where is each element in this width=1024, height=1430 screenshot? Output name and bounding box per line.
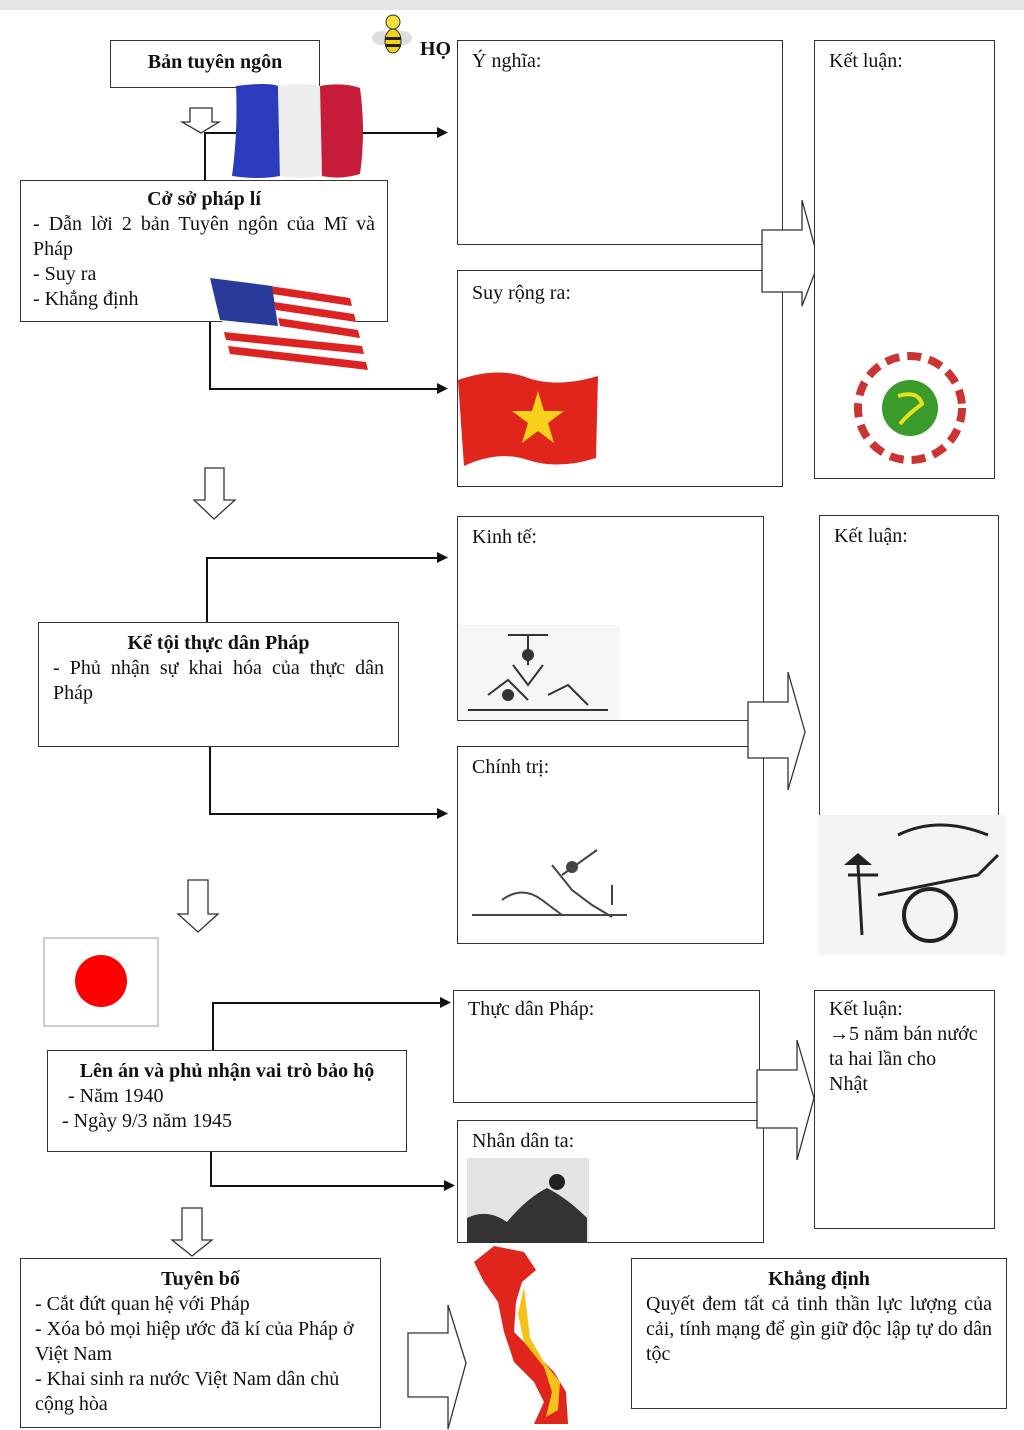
bee-icon	[372, 14, 412, 54]
meaning-box: Ý nghĩa:	[457, 40, 783, 245]
hollow-right-arrow-icon	[747, 671, 806, 791]
conclusion-label: Kết luận:	[834, 525, 908, 547]
french-box: Thực dân Pháp:	[453, 990, 760, 1103]
affirm-box: Khẳng định Quyết đem tất cả tinh thần lự…	[631, 1258, 1007, 1409]
politics-box: Chính trị:	[457, 746, 764, 944]
arrow-head-icon	[440, 997, 451, 1008]
declaration-label: Bản tuyên ngôn	[147, 51, 283, 73]
connector	[210, 1185, 446, 1187]
meaning-label: Ý nghĩa:	[472, 50, 542, 72]
condemn-line: - Ngày 9/3 năm 1945	[62, 1110, 232, 1132]
france-flag-image	[232, 84, 363, 178]
conclusion-box-3: Kết luận: →5 năm bán nước ta hai lần cho…	[814, 990, 995, 1229]
arrow-head-icon	[437, 127, 448, 138]
conclusion-label: Kết luận:	[829, 998, 903, 1020]
conclusion-text: →5 năm bán nước ta hai lần cho Nhật	[829, 1023, 978, 1095]
arrow-head-icon	[437, 383, 448, 394]
vietnam-flag-image	[458, 372, 598, 466]
proclaim-line: - Cắt đứt quan hệ với Pháp	[35, 1293, 250, 1315]
people-photo-image	[467, 1158, 589, 1242]
legal-basis-line: - Suy ra	[33, 263, 97, 285]
economy-cartoon-image	[458, 625, 620, 720]
conclusion-label: Kết luận:	[829, 50, 903, 72]
condemn-line: - Năm 1940	[68, 1085, 164, 1107]
hollow-down-arrow-icon	[179, 107, 222, 134]
proclaim-title: Tuyên bố	[161, 1268, 240, 1290]
declaration-box: Bản tuyên ngôn	[110, 40, 320, 88]
rickshaw-cartoon-image	[818, 815, 1006, 955]
accusation-title: Kể tội thực dân Pháp	[127, 632, 310, 654]
hollow-right-arrow-icon	[756, 1039, 815, 1161]
connector	[212, 1002, 444, 1004]
accusation-box: Kể tội thực dân Pháp - Phủ nhận sự khai …	[38, 622, 399, 747]
french-label: Thực dân Pháp:	[468, 998, 595, 1020]
arrow-head-icon	[437, 552, 448, 563]
extension-label: Suy rộng ra:	[472, 282, 571, 304]
politics-label: Chính trị:	[472, 756, 550, 778]
connector	[212, 1002, 214, 1050]
connector	[204, 132, 206, 180]
connector	[206, 557, 208, 622]
affirm-title: Khẳng định	[768, 1268, 870, 1290]
connector	[209, 813, 442, 815]
legal-basis-line: - Khẳng định	[33, 288, 139, 310]
children-globe-image	[854, 352, 966, 464]
condemn-title: Lên án và phủ nhận vai trò bảo hộ	[79, 1060, 375, 1082]
arrow-head-icon	[444, 1180, 455, 1191]
accusation-line: - Phủ nhận sự khai hóa của thực dân Pháp	[53, 657, 384, 704]
condemn-box: Lên án và phủ nhận vai trò bảo hộ - Năm …	[47, 1050, 407, 1152]
arrow-head-icon	[437, 808, 448, 819]
proclaim-line: - Xóa bỏ mọi hiệp ước đã kí của Pháp ở V…	[35, 1318, 354, 1365]
connector	[206, 557, 442, 559]
japan-flag-image	[43, 937, 159, 1027]
hollow-down-arrow-icon	[176, 879, 220, 933]
connector	[210, 1152, 212, 1185]
hollow-down-arrow-icon	[192, 467, 237, 520]
vietnam-map-image	[474, 1246, 568, 1424]
economy-label: Kinh tế:	[472, 526, 537, 548]
proclaim-box: Tuyên bố - Cắt đứt quan hệ với Pháp - Xó…	[20, 1258, 381, 1428]
connector	[209, 388, 441, 390]
hollow-right-arrow-icon	[407, 1304, 467, 1430]
legal-basis-line: - Dẫn lời 2 bản Tuyên ngôn của Mĩ và Phá…	[33, 213, 375, 260]
hollow-down-arrow-icon	[170, 1207, 214, 1257]
connector	[209, 322, 211, 388]
proclaim-line: - Khai sinh ra nước Việt Nam dân chủ cộn…	[35, 1368, 340, 1415]
legal-basis-box: Cở sở pháp lí - Dẫn lời 2 bản Tuyên ngôn…	[20, 180, 388, 322]
header-title: HỌ	[420, 38, 452, 60]
people-label: Nhân dân ta:	[472, 1130, 575, 1152]
hollow-right-arrow-icon	[761, 199, 820, 307]
top-bar	[0, 0, 1024, 10]
legal-basis-title: Cở sở pháp lí	[147, 188, 261, 210]
affirm-text: Quyết đem tất cả tinh thần lực lượng của…	[646, 1293, 992, 1365]
politics-cartoon-image	[472, 849, 627, 918]
usa-flag-image	[210, 278, 370, 376]
connector	[209, 747, 211, 813]
